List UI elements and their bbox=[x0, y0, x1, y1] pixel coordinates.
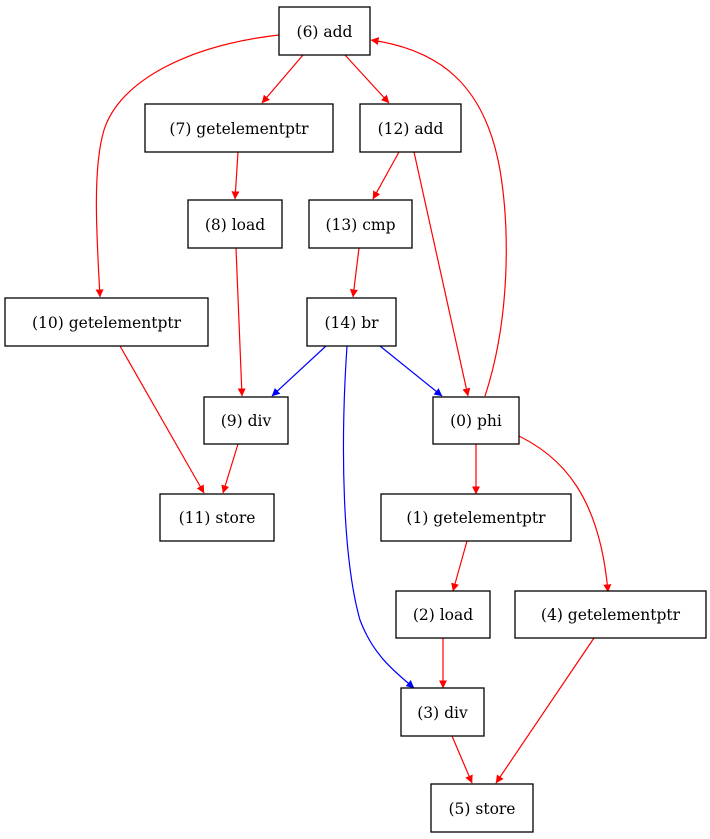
node-2-load: (2) load bbox=[395, 590, 491, 639]
edge-12-0 bbox=[413, 151, 471, 397]
edge-4-5 bbox=[495, 637, 595, 784]
edge-14-3 bbox=[342, 345, 415, 689]
node-label: (5) store bbox=[449, 800, 516, 818]
node-12-add: (12) add bbox=[359, 103, 462, 153]
edge-1-2 bbox=[451, 540, 468, 592]
node-label: (1) getelementptr bbox=[406, 509, 546, 527]
node-label: (9) div bbox=[221, 412, 272, 430]
edge-13-14 bbox=[349, 247, 360, 298]
node-label: (3) div bbox=[417, 704, 468, 722]
node-8-load: (8) load bbox=[187, 199, 283, 249]
node-label: (13) cmp bbox=[325, 216, 395, 234]
node-label: (6) add bbox=[297, 23, 353, 41]
edge-14-0 bbox=[379, 345, 443, 397]
edge-3-5 bbox=[451, 735, 473, 784]
node-label: (14) br bbox=[324, 314, 379, 332]
node-10-getelementptr: (10) getelementptr bbox=[4, 297, 209, 347]
edge-0-4 bbox=[509, 431, 612, 593]
node-0-phi: (0) phi bbox=[432, 396, 520, 445]
edge-6-12 bbox=[344, 54, 390, 104]
edge-9-11 bbox=[221, 443, 239, 494]
node-9-div: (9) div bbox=[203, 396, 289, 445]
edge-14-9 bbox=[271, 345, 327, 397]
node-4-getelementptr: (4) getelementptr bbox=[514, 590, 707, 639]
edge-7-8 bbox=[231, 151, 240, 200]
node-label: (10) getelementptr bbox=[32, 314, 182, 332]
node-6-add: (6) add bbox=[278, 6, 371, 56]
node-14-br: (14) br bbox=[306, 297, 397, 347]
node-label: (4) getelementptr bbox=[541, 606, 681, 624]
edge-12-13 bbox=[372, 151, 400, 200]
node-label: (0) phi bbox=[450, 412, 502, 430]
node-label: (7) getelementptr bbox=[169, 120, 309, 138]
node-1-getelementptr: (1) getelementptr bbox=[380, 493, 572, 542]
node-label: (12) add bbox=[378, 120, 444, 138]
node-label: (11) store bbox=[179, 509, 256, 527]
node-11-store: (11) store bbox=[159, 493, 275, 542]
edge-0-6 bbox=[370, 37, 507, 397]
node-7-getelementptr: (7) getelementptr bbox=[144, 103, 334, 153]
edge-10-11 bbox=[119, 345, 205, 494]
node-13-cmp: (13) cmp bbox=[308, 199, 413, 249]
node-3-div: (3) div bbox=[400, 687, 485, 737]
node-label: (8) load bbox=[205, 216, 265, 234]
node-5-store: (5) store bbox=[430, 783, 534, 833]
edge-6-7 bbox=[261, 54, 304, 104]
edge-6-10 bbox=[95, 34, 280, 298]
node-label: (2) load bbox=[413, 606, 473, 624]
edge-8-9 bbox=[235, 247, 246, 397]
